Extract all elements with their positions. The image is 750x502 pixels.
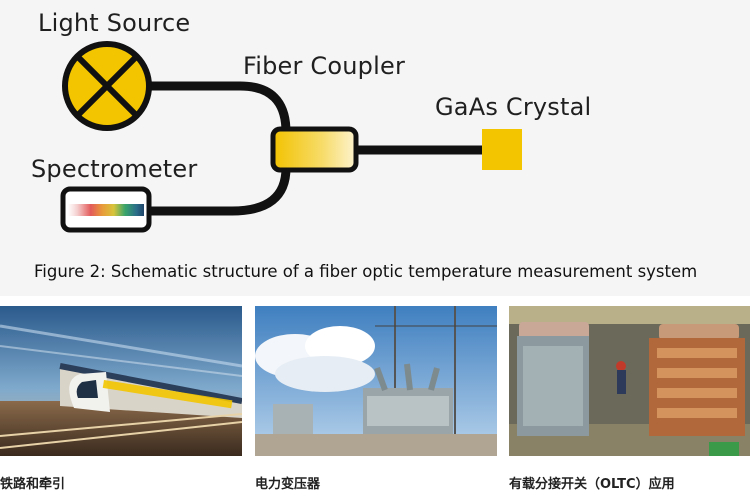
application-card-oltc[interactable]: 有载分接开关（OLTC）应用 xyxy=(509,306,750,492)
label-fiber-coupler: Fiber Coupler xyxy=(243,52,406,80)
fiber-light-to-coupler xyxy=(145,81,291,137)
application-card-power-transformer[interactable]: 电力变压器 xyxy=(255,306,497,492)
fiber-coupler-icon xyxy=(270,126,359,173)
application-card-railway[interactable]: 铁路和牵引 xyxy=(0,306,242,492)
label-spectrometer: Spectrometer xyxy=(31,155,198,183)
schematic-diagram: Light Source Fiber Coupler GaAs Crystal … xyxy=(31,9,698,281)
application-caption-oltc[interactable]: 有载分接开关（OLTC）应用 xyxy=(509,477,675,492)
oltc-transformer-workshop-photo[interactable] xyxy=(509,306,750,456)
power-transformer-photo[interactable] xyxy=(255,306,497,456)
application-caption-railway[interactable]: 铁路和牵引 xyxy=(0,477,66,492)
label-gaas-crystal: GaAs Crystal xyxy=(435,93,592,121)
fiber-spectrometer-to-coupler xyxy=(143,163,291,216)
gaas-crystal-icon xyxy=(482,129,522,170)
high-speed-train-photo[interactable] xyxy=(0,306,242,456)
light-source-icon xyxy=(62,41,152,131)
application-caption-power-transformer[interactable]: 电力变压器 xyxy=(255,477,321,492)
figure-caption: Figure 2: Schematic structure of a fiber… xyxy=(34,262,698,281)
label-light-source: Light Source xyxy=(38,9,191,37)
diagram-graphics xyxy=(60,41,522,233)
